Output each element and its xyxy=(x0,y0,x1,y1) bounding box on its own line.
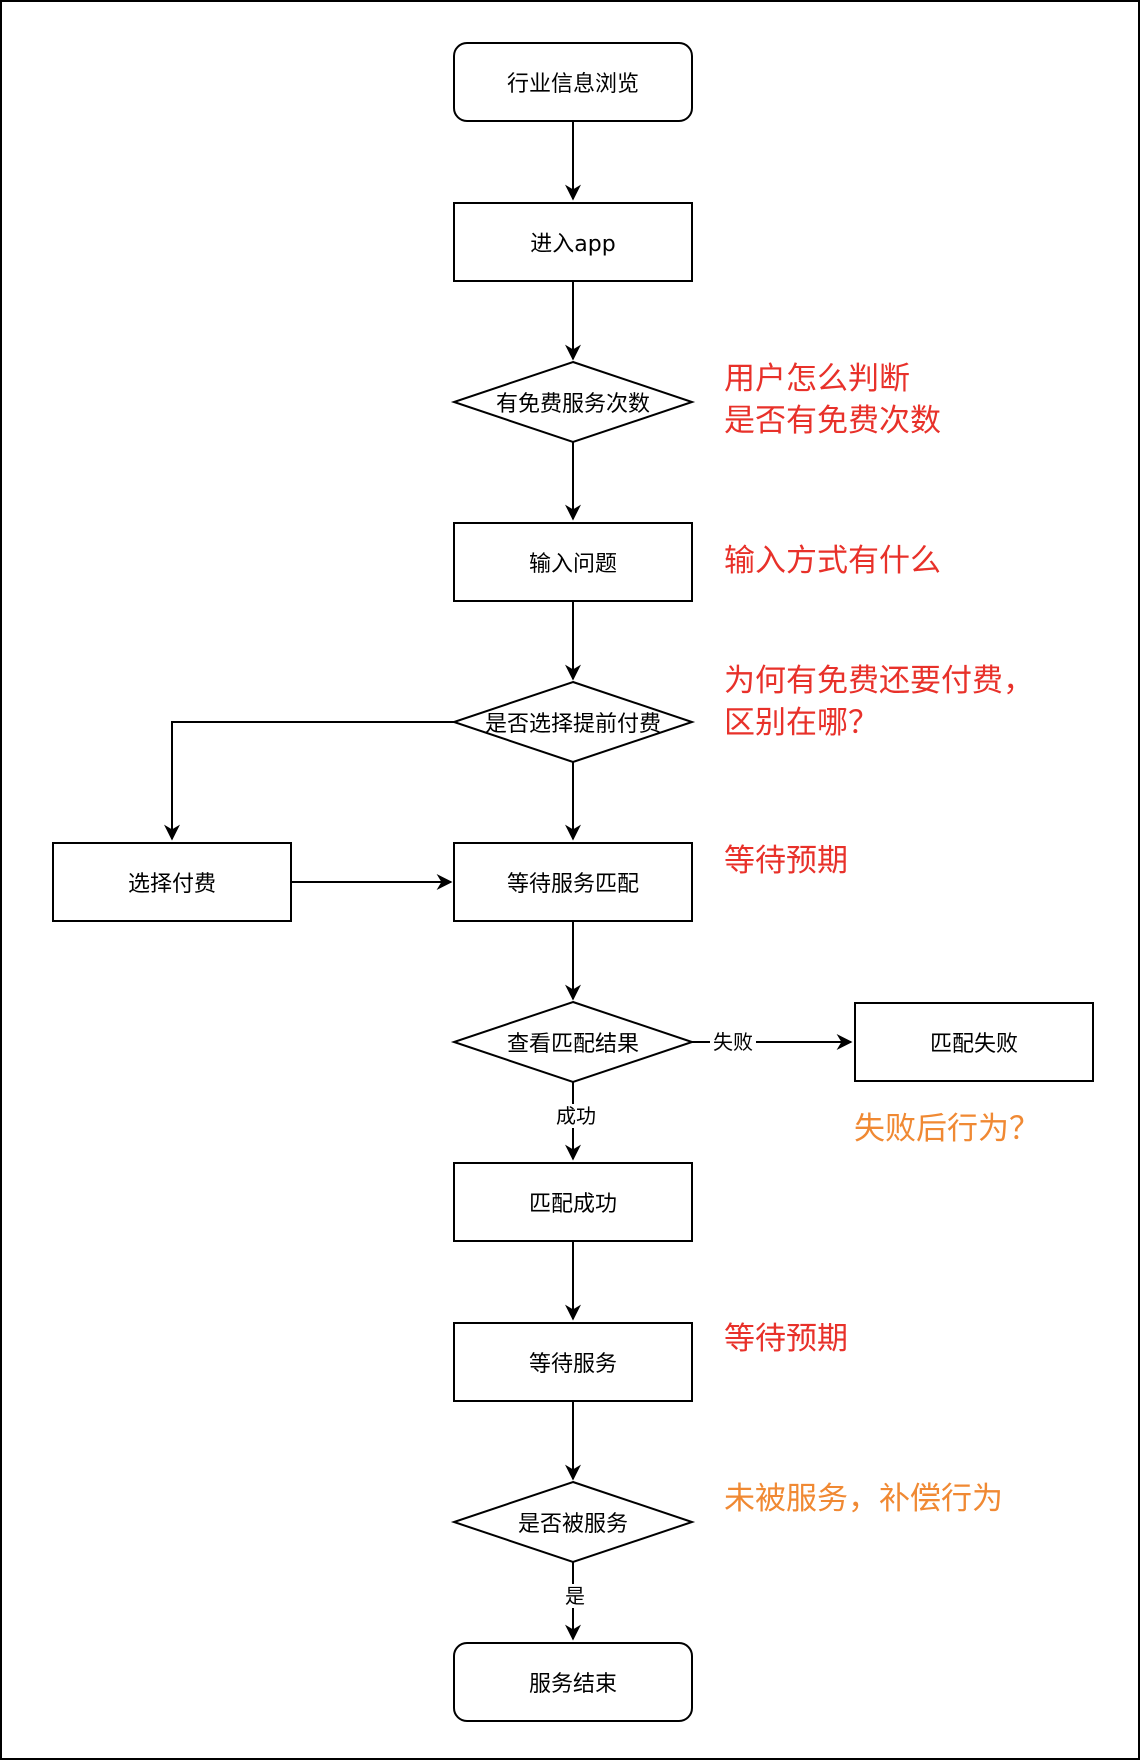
node-label: 服务结束 xyxy=(528,1672,617,1697)
process-node-wait-match: 等待服务匹配 xyxy=(453,842,693,922)
node-label: 等待服务匹配 xyxy=(506,872,639,897)
edge-prepay-to-choosepay xyxy=(164,721,454,841)
note-why-pay: 为何有免费还要付费， 区别在哪？ xyxy=(724,660,1034,744)
note-input-methods: 输入方式有什么 xyxy=(724,543,941,579)
node-label: 进入app xyxy=(530,232,616,257)
decision-label-served-check: 是否被服务 xyxy=(517,1512,628,1537)
note-wait-expectation-2: 等待预期 xyxy=(724,1321,848,1357)
edge-label-yes: 是 xyxy=(562,1584,588,1608)
end-node-service-end: 服务结束 xyxy=(453,1642,693,1722)
node-label: 匹配成功 xyxy=(528,1192,617,1217)
node-label: 输入问题 xyxy=(528,552,617,577)
note-wait-expectation-1: 等待预期 xyxy=(724,843,848,879)
edge-label-success: 成功 xyxy=(553,1104,599,1128)
note-compensation: 未被服务，补偿行为 xyxy=(724,1481,1003,1517)
note-fail-behavior: 失败后行为？ xyxy=(854,1111,1040,1147)
edge-label-fail: 失败 xyxy=(710,1030,756,1054)
process-node-match-fail: 匹配失败 xyxy=(854,1002,1094,1082)
note-line: 是否有免费次数 xyxy=(724,403,941,439)
note-line: 区别在哪？ xyxy=(724,705,879,741)
node-label: 匹配失败 xyxy=(929,1032,1018,1057)
decision-label-check-result: 查看匹配结果 xyxy=(506,1032,639,1057)
note-line: 用户怎么判断 xyxy=(724,361,910,397)
start-node-browse: 行业信息浏览 xyxy=(453,42,693,122)
process-node-match-success: 匹配成功 xyxy=(453,1162,693,1242)
process-node-wait-service: 等待服务 xyxy=(453,1322,693,1402)
note-line: 为何有免费还要付费， xyxy=(724,663,1034,699)
process-node-choose-pay: 选择付费 xyxy=(52,842,292,922)
node-label: 行业信息浏览 xyxy=(506,72,639,97)
decision-label-free-check: 有免费服务次数 xyxy=(495,392,650,417)
node-label: 等待服务 xyxy=(528,1352,617,1377)
note-free-judge: 用户怎么判断 是否有免费次数 xyxy=(724,358,941,442)
node-label: 选择付费 xyxy=(127,872,216,897)
process-node-input-question: 输入问题 xyxy=(453,522,693,602)
process-node-enter-app: 进入app xyxy=(453,202,693,282)
decision-label-prepay-check: 是否选择提前付费 xyxy=(484,712,661,737)
